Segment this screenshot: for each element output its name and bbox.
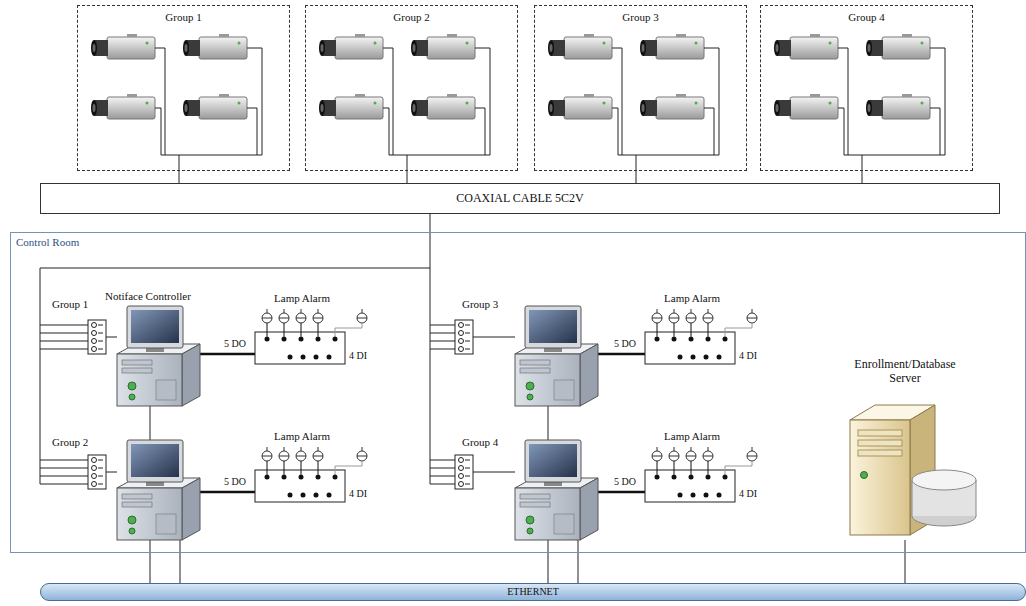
cable-line — [430, 214, 431, 232]
ethernet-bus: ETHERNET — [40, 583, 1026, 601]
group-title: Group 2 — [310, 11, 513, 24]
lamp-alarm-unit: Lamp Alarm 5 DO 4 DI — [222, 292, 382, 370]
server-icon — [850, 405, 976, 535]
camera-group — [548, 34, 719, 171]
cable-band: COAXIAL CABLE 5C2V — [40, 183, 1000, 214]
server-node: Enrollment/Database Server — [840, 358, 970, 540]
input-count: 4 DI — [739, 350, 757, 362]
terminal-block — [455, 455, 473, 489]
lamp-alarm-device — [255, 309, 367, 364]
controller-label: Notiface Controller — [105, 290, 191, 303]
camera-group — [319, 34, 490, 171]
terminal-block — [88, 455, 106, 489]
group-label: Group 4 — [462, 436, 498, 449]
room-panel: Control RoomLamp Alarm5 DO4 DILamp Alarm… — [10, 232, 1026, 553]
lamp-alarm-unit: Lamp Alarm 5 DO 4 DI — [222, 430, 382, 508]
unit-title: Lamp Alarm — [274, 292, 330, 305]
room-title: Control Room — [16, 236, 79, 249]
control-wiring — [430, 325, 455, 349]
cable-line — [407, 171, 408, 183]
server-title: Enrollment/Database Server — [842, 358, 968, 386]
output-count: 5 DO — [614, 476, 636, 488]
group-title: Group 3 — [539, 11, 742, 24]
input-count: 4 DI — [739, 488, 757, 500]
input-count: 4 DI — [349, 350, 367, 362]
unit-title: Lamp Alarm — [664, 292, 720, 305]
camera-group-box: Group 4 — [760, 5, 973, 171]
cable-line — [905, 540, 906, 583]
output-count: 5 DO — [224, 338, 246, 350]
lamp-alarm-unit: Lamp Alarm 5 DO 4 DI — [612, 430, 772, 508]
server-icon — [858, 450, 902, 456]
control-wiring — [40, 460, 88, 484]
lamp-alarm-device — [645, 447, 757, 502]
server-icon — [912, 470, 976, 490]
terminal-block — [88, 320, 106, 354]
server-icon — [861, 472, 868, 479]
server-icon — [858, 430, 902, 436]
group-label: Group 2 — [52, 436, 88, 449]
terminal-block — [455, 320, 473, 354]
lamp-alarm-unit: Lamp Alarm 5 DO 4 DI — [612, 292, 772, 370]
server-icon — [858, 440, 902, 446]
group-label: Group 3 — [462, 298, 498, 311]
cable-line — [862, 171, 863, 183]
group-title: Group 4 — [765, 11, 968, 24]
computer — [117, 440, 200, 540]
group-title: Group 1 — [82, 11, 285, 24]
camera-group-box: Group 3 — [534, 5, 747, 171]
control-wiring — [40, 325, 88, 349]
group-label: Group 1 — [52, 298, 88, 311]
bus-label: ETHERNET — [507, 586, 559, 598]
computer — [515, 440, 598, 540]
camera-group — [91, 34, 262, 171]
control-wiring — [40, 232, 578, 583]
control-wiring — [40, 232, 430, 484]
cable-line — [636, 171, 637, 183]
control-wiring — [150, 406, 578, 583]
computer — [515, 306, 598, 406]
cable-label: COAXIAL CABLE 5C2V — [456, 192, 584, 206]
lamp-alarm-device — [255, 447, 367, 502]
input-count: 4 DI — [349, 488, 367, 500]
computer — [117, 306, 200, 406]
control-wiring — [430, 460, 455, 484]
server-icon — [850, 420, 910, 535]
lamp-alarm-device — [645, 309, 757, 364]
unit-title: Lamp Alarm — [274, 430, 330, 443]
output-count: 5 DO — [224, 476, 246, 488]
output-count: 5 DO — [614, 338, 636, 350]
camera-group-box: Group 1 — [77, 5, 290, 171]
camera-group — [774, 34, 945, 171]
camera-group-box: Group 2 — [305, 5, 518, 171]
cable-line — [179, 171, 180, 183]
unit-title: Lamp Alarm — [664, 430, 720, 443]
